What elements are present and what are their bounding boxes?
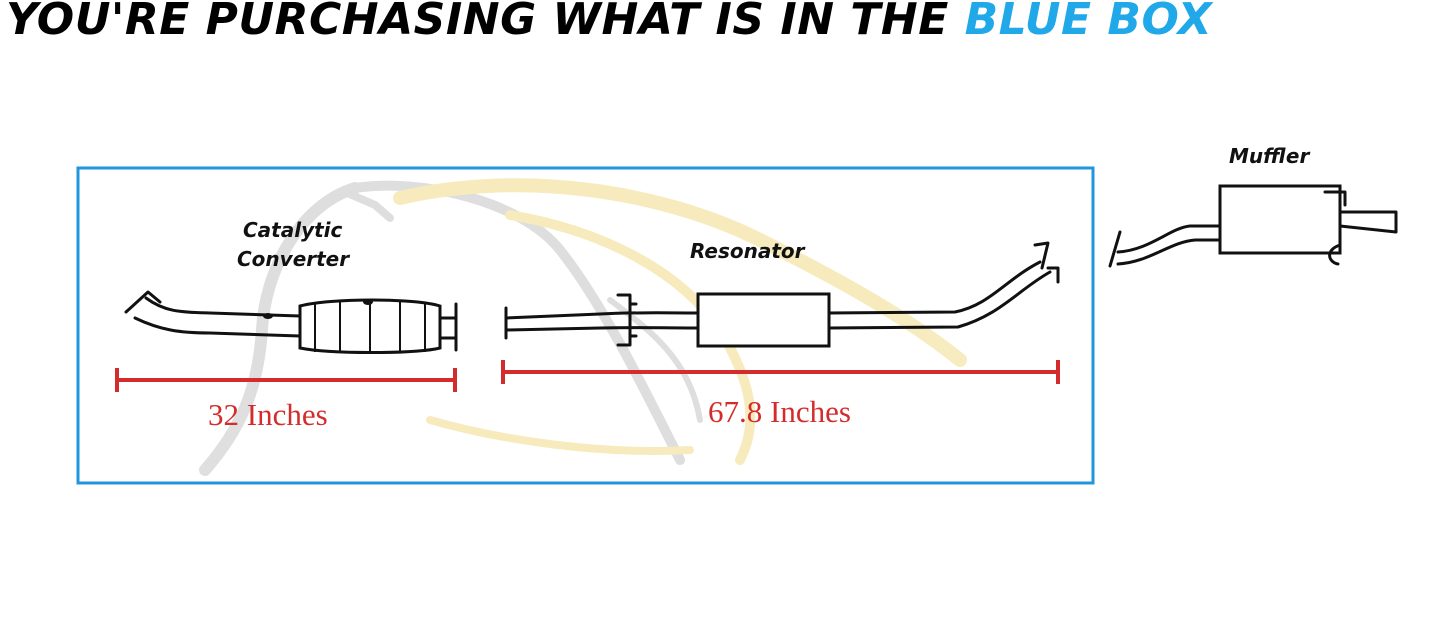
muffler-label: Muffler bbox=[1229, 144, 1310, 168]
headline-accent: BLUE BOX bbox=[964, 0, 1213, 45]
dimension-line-catalytic bbox=[115, 368, 457, 392]
resonator-dimension-label: 67.8 Inches bbox=[708, 394, 851, 429]
catalytic-converter-drawing bbox=[124, 290, 458, 354]
watermark-logo bbox=[199, 178, 967, 476]
catalytic-converter-label-line2: Converter bbox=[237, 247, 350, 271]
muffler-drawing bbox=[1108, 184, 1398, 268]
resonator-label: Resonator bbox=[690, 239, 806, 263]
catalytic-converter-label-line1: Catalytic bbox=[243, 218, 343, 242]
blue-box bbox=[76, 166, 1095, 485]
resonator-drawing bbox=[504, 241, 1060, 348]
catalytic-dimension-label: 32 Inches bbox=[208, 397, 328, 432]
headline-main: YOU'RE PURCHASING WHAT IS IN THE bbox=[6, 0, 965, 45]
headline: YOU'RE PURCHASING WHAT IS IN THE BLUE BO… bbox=[6, 0, 1444, 45]
dimension-line-resonator bbox=[501, 360, 1060, 384]
